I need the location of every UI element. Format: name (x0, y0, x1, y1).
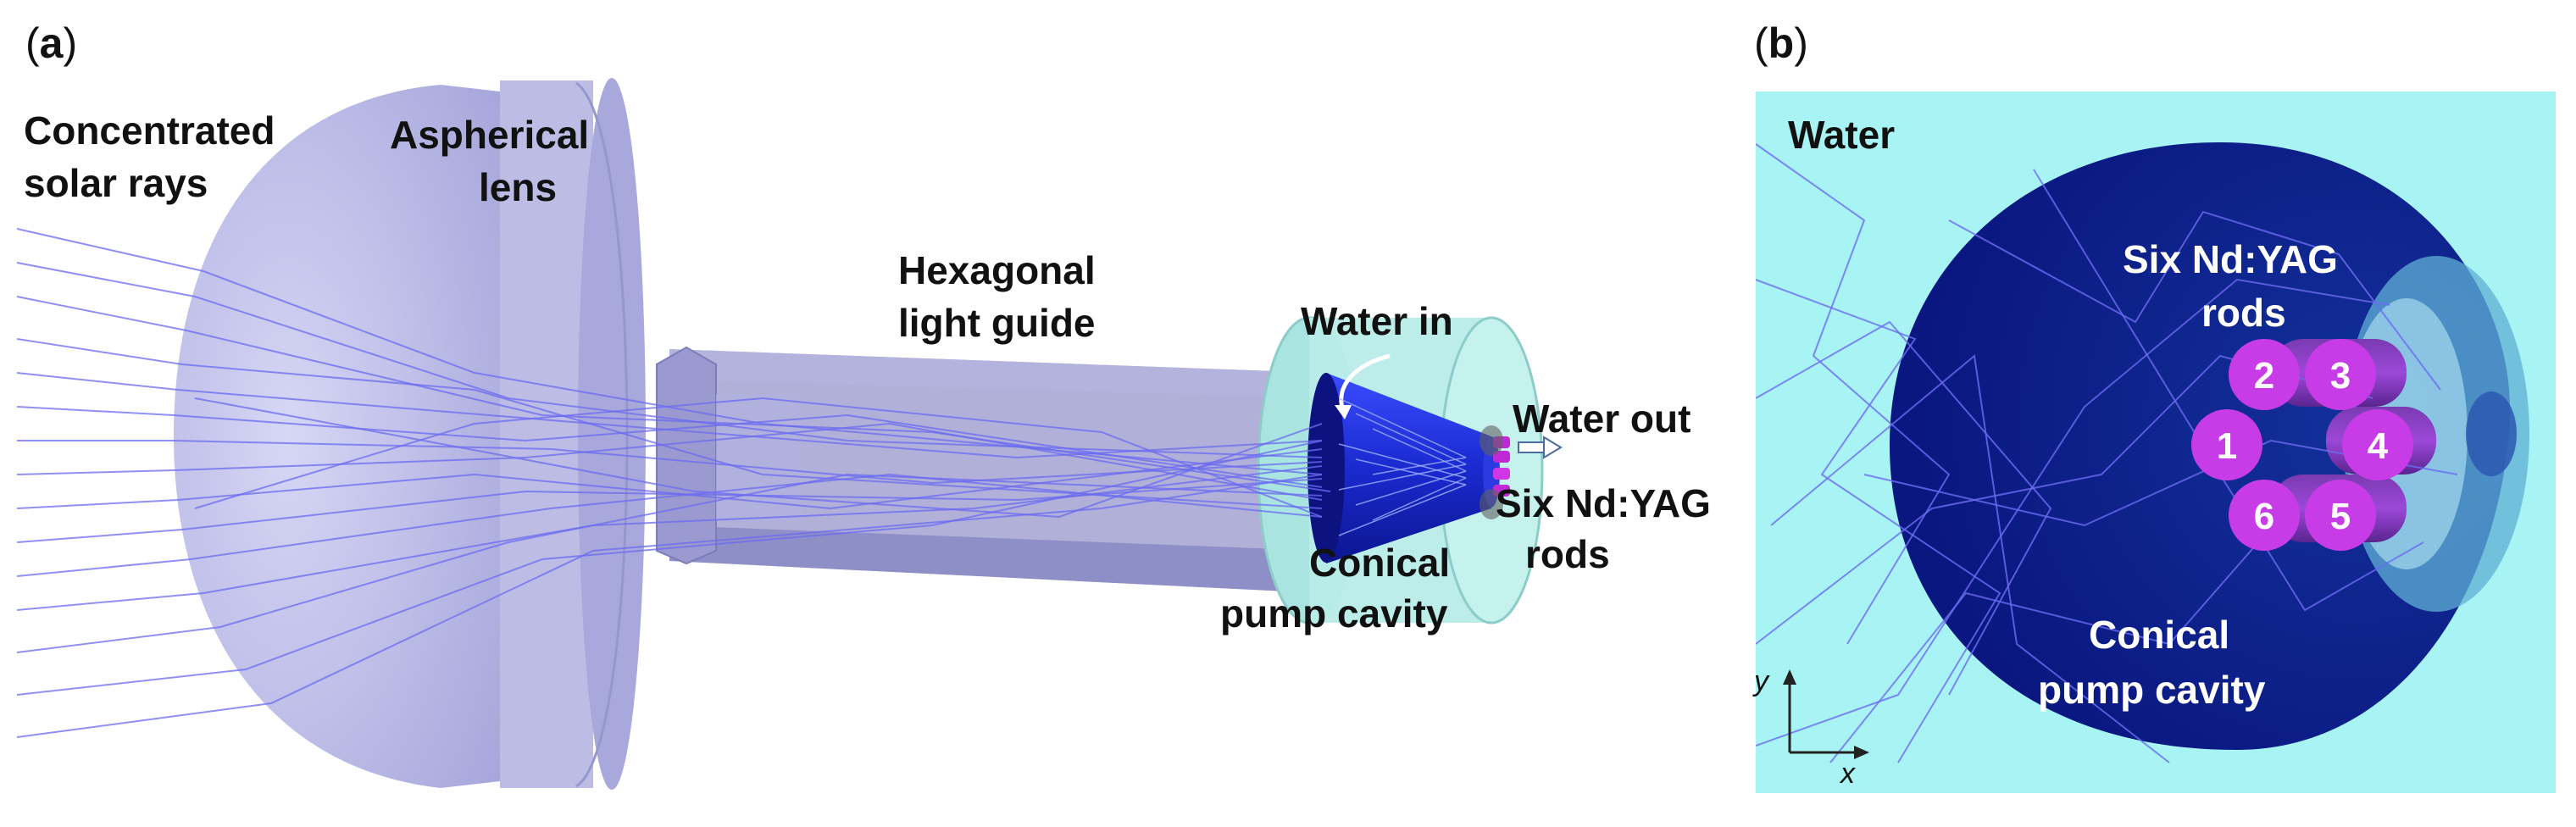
label-b-cavity-2: pump cavity (2038, 668, 2266, 712)
water-out-arrow-icon (1518, 436, 1563, 459)
ray-line (1372, 477, 1467, 521)
label-solar-rays-2: solar rays (24, 161, 208, 205)
rod-number-1: 1 (2217, 425, 2237, 467)
aspherical-lens (174, 78, 646, 790)
ray-line (1829, 508, 2289, 763)
label-guide-2: light guide (898, 301, 1096, 345)
ray-line (16, 296, 1331, 492)
panel-a: (a) Concentrated solar rays Aspherical l… (16, 19, 1711, 790)
nd-yag-rods-small (1480, 425, 1510, 519)
ray-line (1355, 458, 1467, 486)
ray-line (1770, 354, 2170, 763)
ray-line (17, 440, 1323, 485)
ray-line (16, 406, 1323, 488)
ray-line (1338, 463, 1467, 491)
rod-number-5: 5 (2330, 496, 2351, 537)
ray-line (1338, 484, 1467, 536)
label-lens-1: Aspherical (390, 113, 589, 157)
rod-ends (2191, 339, 2413, 551)
panel-b: (b) (1752, 19, 2556, 793)
label-cavity-2: pump cavity (1220, 591, 1448, 636)
ray-line (1372, 428, 1467, 472)
label-guide-1: Hexagonal (898, 248, 1096, 292)
label-rods-1: Six Nd:YAG (1496, 481, 1711, 525)
ray-line (16, 262, 1323, 458)
ray-line (1948, 210, 2441, 391)
ray-line (16, 422, 1323, 501)
ray-line (1756, 278, 2390, 747)
ray-line (1756, 143, 1951, 645)
rod-number-3: 3 (2330, 355, 2351, 397)
ray-line (16, 473, 1323, 577)
ray-line (1372, 457, 1467, 475)
ray-line (194, 397, 1323, 518)
ray-line (16, 478, 1323, 543)
panel-a-tag: (a) (25, 19, 77, 67)
water-in-arrow-icon (1335, 353, 1391, 419)
solar-rays (16, 228, 1467, 738)
axis-label-y: y (1752, 665, 1770, 697)
label-lens-2: lens (479, 165, 557, 209)
label-water: Water (1788, 113, 1895, 157)
ray-line (1338, 397, 1467, 458)
ray-line (16, 474, 1323, 738)
panel-b-tag: (b) (1754, 19, 1808, 67)
label-water-in: Water in (1301, 299, 1453, 343)
axis-label-x: x (1839, 758, 1856, 790)
ray-line (16, 228, 1323, 475)
ray-line (16, 440, 1323, 696)
ray-line (16, 473, 1323, 653)
rod-number-4: 4 (2368, 425, 2389, 467)
label-water-out: Water out (1513, 397, 1690, 441)
label-cavity-1: Conical (1309, 541, 1450, 585)
label-solar-rays-1: Concentrated (24, 108, 275, 153)
ray-line (1756, 279, 2001, 763)
ray-line (194, 397, 1323, 519)
rod-number-6: 6 (2254, 496, 2274, 537)
ray-line (1355, 470, 1467, 506)
ray-line (16, 372, 1323, 459)
ray-line (16, 448, 1323, 510)
label-b-rods-1: Six Nd:YAG (2123, 237, 2338, 281)
ray-line (16, 338, 1323, 509)
label-b-cavity-1: Conical (2089, 613, 2229, 657)
rod-number-2: 2 (2254, 355, 2274, 397)
axes-indicator: y x (1752, 665, 1869, 790)
hexagonal-light-guide (656, 346, 1322, 593)
label-b-rods-2: rods (2201, 291, 2286, 335)
ray-line (1338, 443, 1467, 479)
label-rods-2: rods (1525, 532, 1610, 576)
ray-line (1355, 413, 1467, 465)
